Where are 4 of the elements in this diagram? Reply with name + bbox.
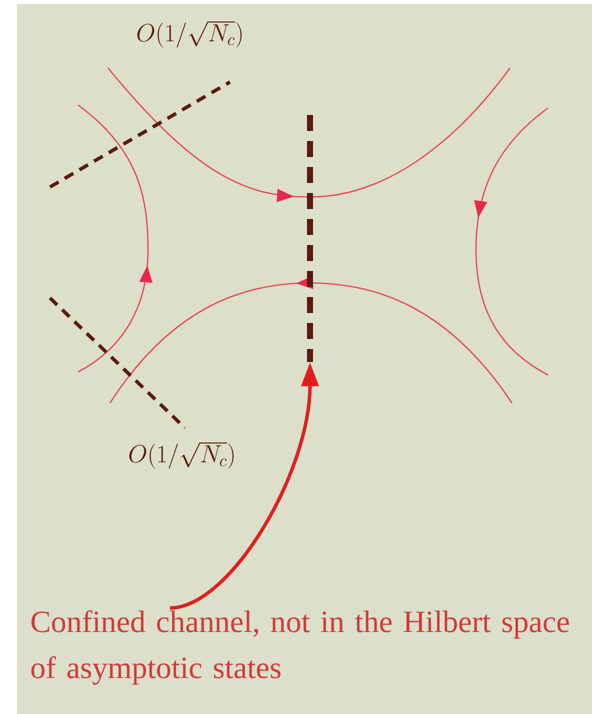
formula-label: $O(1/\sqrt{N_c})$ bbox=[129, 442, 234, 469]
cut-line bbox=[307, 115, 313, 362]
caption-text: Confined channel, not in the Hilbert space of asymptotic states bbox=[31, 610, 569, 685]
formula-label: $O(1/\sqrt{N_c})$ bbox=[137, 21, 242, 48]
